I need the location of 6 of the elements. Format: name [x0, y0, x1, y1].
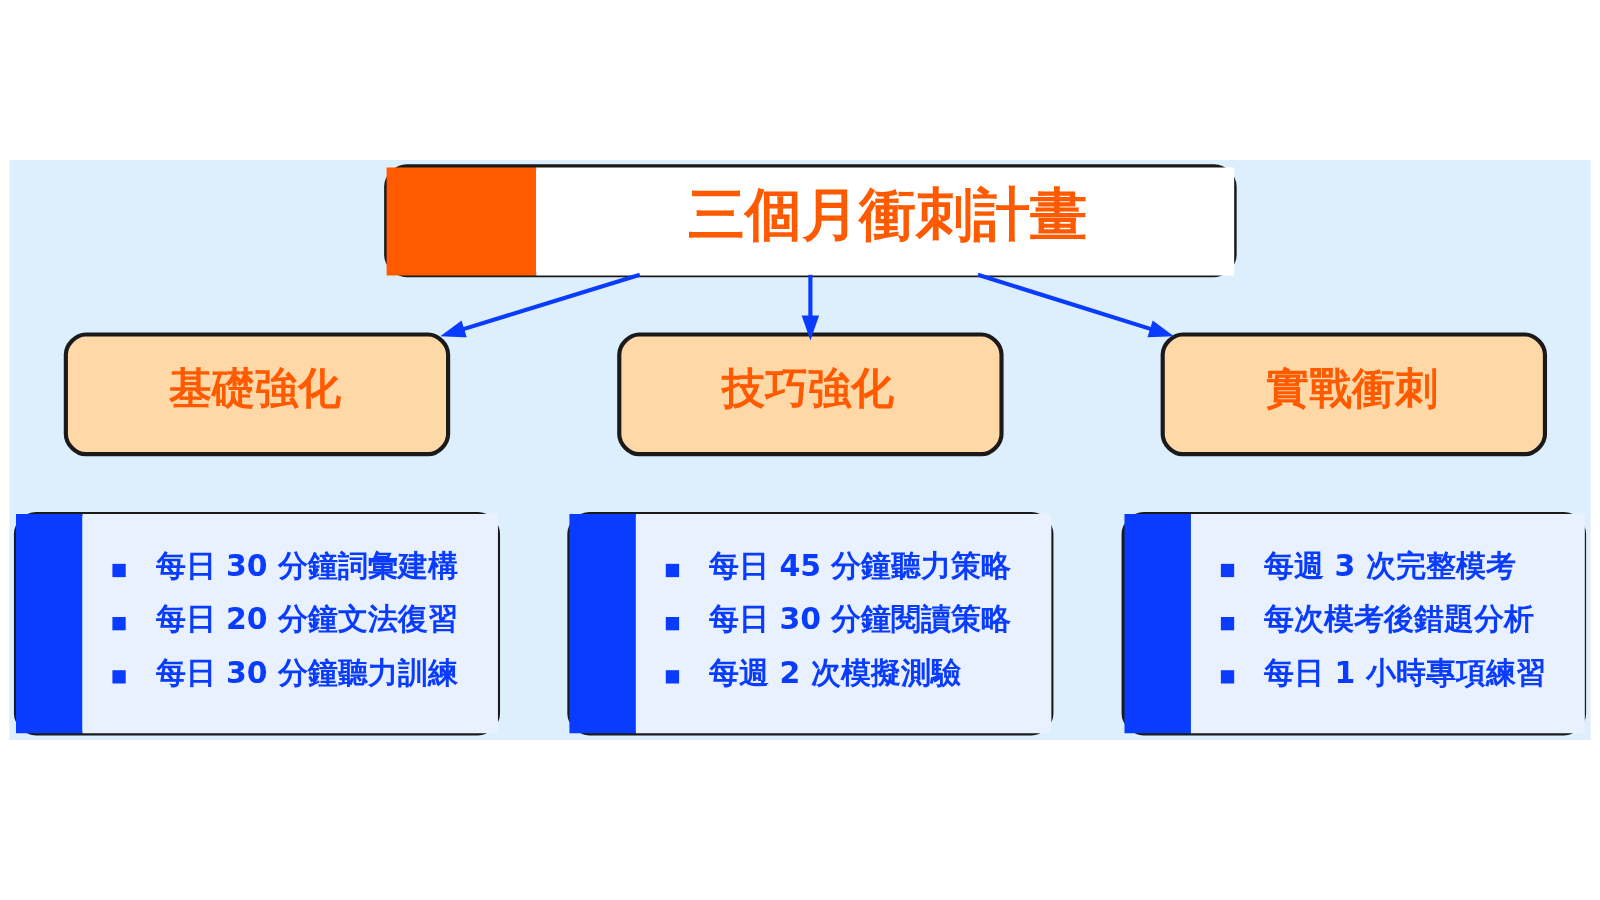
node-box: 基礎強化 [63, 332, 451, 457]
arrow [801, 274, 820, 341]
arrow [440, 272, 641, 338]
node-box: 實戰衝刺 [1160, 332, 1547, 457]
node-box: 技巧強化 [617, 332, 1004, 457]
arrow [977, 272, 1174, 338]
